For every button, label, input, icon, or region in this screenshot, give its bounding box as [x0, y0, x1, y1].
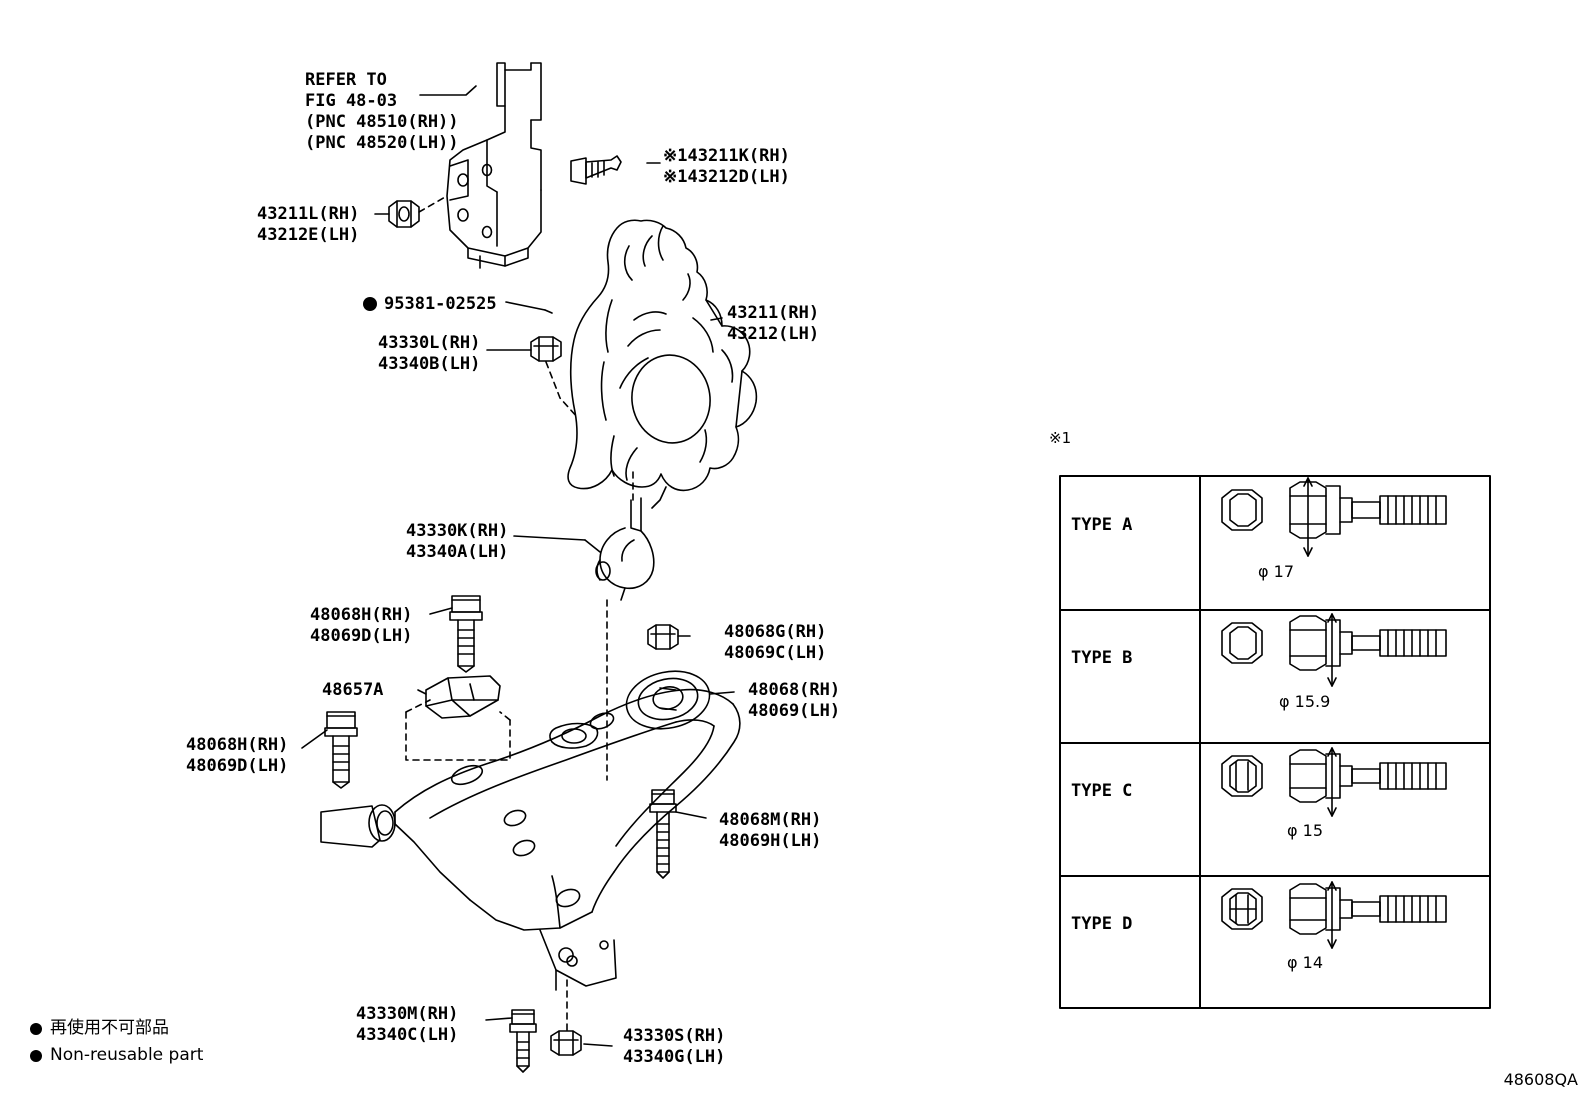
nut-48068g-art [647, 624, 679, 650]
label-nut-48068g: 48068G(RH) 48069C(LH) [724, 622, 827, 663]
label-nut-43330l: 43330L(RH) 43340B(LH) [378, 333, 481, 374]
label-bush-48068: 48068(RH) 48069(LH) [748, 680, 841, 721]
legend-dot-icon-2 [30, 1049, 42, 1062]
label-refer-to: REFER TO FIG 48-03 (PNC 48510(RH)) (PNC … [305, 70, 459, 153]
legend-text-en: Non-reusable part [50, 1045, 204, 1065]
type-c-diameter: φ 15 [1287, 821, 1323, 840]
bracket-48657a-art [425, 675, 501, 719]
type-a-diameter: φ 17 [1258, 562, 1294, 581]
leader-ball-joint [606, 469, 634, 781]
label-bolt-48068h-left: 48068H(RH) 48069D(LH) [186, 735, 289, 776]
label-nut-43211l: 43211L(RH) 43212E(LH) [257, 204, 360, 245]
steering-knuckle-art [567, 219, 758, 509]
bracket-48657a-ghost [405, 699, 511, 761]
type-c-label: TYPE C [1071, 781, 1133, 801]
label-balljoint-43330k: 43330K(RH) 43340A(LH) [406, 521, 509, 562]
nut-43330l-art [530, 336, 562, 362]
bolt-43330m-art [509, 1009, 537, 1073]
bolt-48068h-top-art [449, 595, 483, 673]
label-bolt-43330m: 43330M(RH) 43340C(LH) [356, 1004, 459, 1045]
type-b-label: TYPE B [1071, 648, 1133, 668]
ball-joint-art [595, 497, 655, 601]
drawing-code: 48608QA [1503, 1070, 1578, 1089]
type-c-bolt-art [1221, 747, 1447, 817]
legend-text-ja: 再使用不可部品 [50, 1018, 169, 1038]
leader-43330k [584, 539, 601, 553]
strut-bracket-art [446, 62, 542, 269]
type-d-bolt-art [1221, 881, 1447, 949]
bolt-48068h-left-art [324, 711, 358, 789]
label-nut-43330s: 43330S(RH) 43340G(LH) [623, 1026, 726, 1067]
lower-control-arm-art [320, 670, 741, 991]
legend: 再使用不可部品 Non-reusable part [30, 1015, 203, 1069]
label-knuckle-43211: 43211(RH) 43212(LH) [727, 303, 820, 344]
label-bolt-48068m: 48068M(RH) 48069H(LH) [719, 810, 822, 851]
leader-lines [301, 85, 735, 1047]
legend-row-en: Non-reusable part [30, 1042, 203, 1069]
type-table-grid [1059, 475, 1491, 1009]
legend-row-ja: 再使用不可部品 [30, 1015, 203, 1042]
type-d-label: TYPE D [1071, 914, 1133, 934]
bolt-43211k-art [570, 155, 622, 185]
type-b-bolt-art [1221, 613, 1447, 687]
clip-95381-art [363, 297, 553, 314]
label-clip-95381: 95381-02525 [384, 294, 497, 314]
nut-43211l-art [388, 200, 420, 228]
label-bolt-48068h-top: 48068H(RH) 48069D(LH) [310, 605, 413, 646]
type-a-label: TYPE A [1071, 515, 1133, 535]
label-bolt-43211k: ※143211K(RH) ※143212D(LH) [663, 146, 790, 187]
type-a-bolt-art [1221, 477, 1447, 557]
type-b-diameter: φ 15.9 [1279, 692, 1331, 711]
table-mark-1: ※1 [1049, 429, 1072, 447]
nut-43330s-art [550, 1030, 582, 1056]
leader-43330l [545, 361, 579, 419]
type-d-diameter: φ 14 [1287, 953, 1323, 972]
legend-dot-icon [30, 1022, 42, 1035]
bolt-48068m-art [649, 789, 677, 879]
label-bracket-48657a: 48657A [322, 680, 384, 700]
